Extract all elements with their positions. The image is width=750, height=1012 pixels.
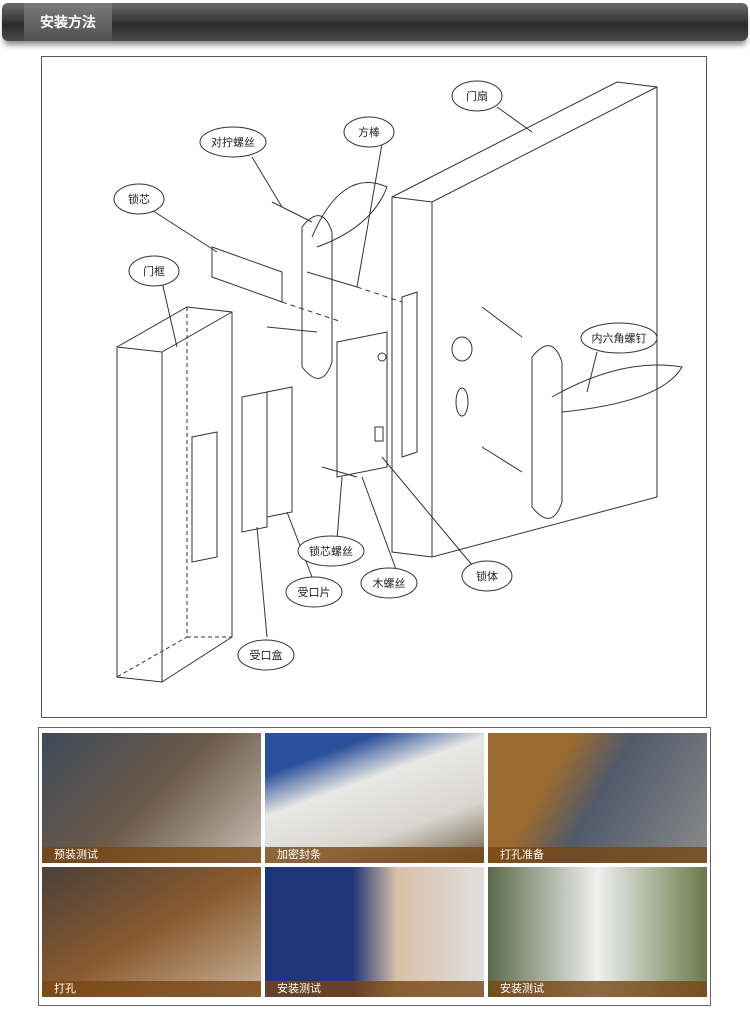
label-door-frame: 门框 (143, 264, 165, 278)
photo-tile: 安装测试 (488, 867, 707, 997)
label-cylinder-screw: 锁芯螺丝 (309, 544, 353, 558)
photo-tile: 加密封条 (265, 733, 484, 863)
photo-tile: 预装测试 (42, 733, 261, 863)
installation-diagram: 门扇 方棒 对拧螺丝 锁芯 门框 内六角螺钉 锁体 木螺丝 锁芯螺丝 受口片 受… (41, 56, 707, 718)
handle-plate-left (301, 215, 333, 379)
door-leaf-shape (391, 81, 658, 558)
photo-tile: 打孔 (42, 867, 261, 997)
label-hex-screw: 内六角螺钉 (592, 331, 647, 345)
section-title: 安装方法 (40, 15, 96, 31)
photo-caption: 打孔准备 (488, 847, 707, 863)
header-tab: 安装方法 (24, 3, 112, 41)
door-frame-shape (116, 306, 233, 683)
photo-caption: 预装测试 (42, 847, 261, 863)
label-door-leaf: 门扇 (466, 89, 488, 103)
label-strike-box: 受口盒 (250, 648, 283, 662)
handle-plate-right (531, 345, 563, 519)
label-spindle: 方棒 (358, 125, 380, 139)
label-through-screw: 对拧螺丝 (211, 135, 255, 149)
photo-caption: 安装测试 (488, 981, 707, 997)
photo-tile: 打孔准备 (488, 733, 707, 863)
label-strike-plate: 受口片 (298, 586, 331, 599)
label-cylinder: 锁芯 (128, 192, 150, 206)
label-lock-body: 锁体 (476, 569, 498, 583)
photo-caption: 打孔 (42, 981, 261, 997)
exploded-lock-drawing: 门扇 方棒 对拧螺丝 锁芯 门框 内六角螺钉 锁体 木螺丝 锁芯螺丝 受口片 受… (113, 80, 683, 683)
photo-caption: 加密封条 (265, 847, 484, 863)
photo-tile: 安装测试 (265, 867, 484, 997)
installation-photos: 预装测试 加密封条 打孔准备 打孔 安装测试 安装测试 (38, 727, 711, 1006)
section-header: 安装方法 (2, 3, 748, 41)
lock-body-shape (336, 331, 388, 478)
cylinder-shape (211, 246, 283, 303)
photo-caption: 安装测试 (265, 981, 484, 997)
label-wood-screw: 木螺丝 (373, 577, 406, 590)
